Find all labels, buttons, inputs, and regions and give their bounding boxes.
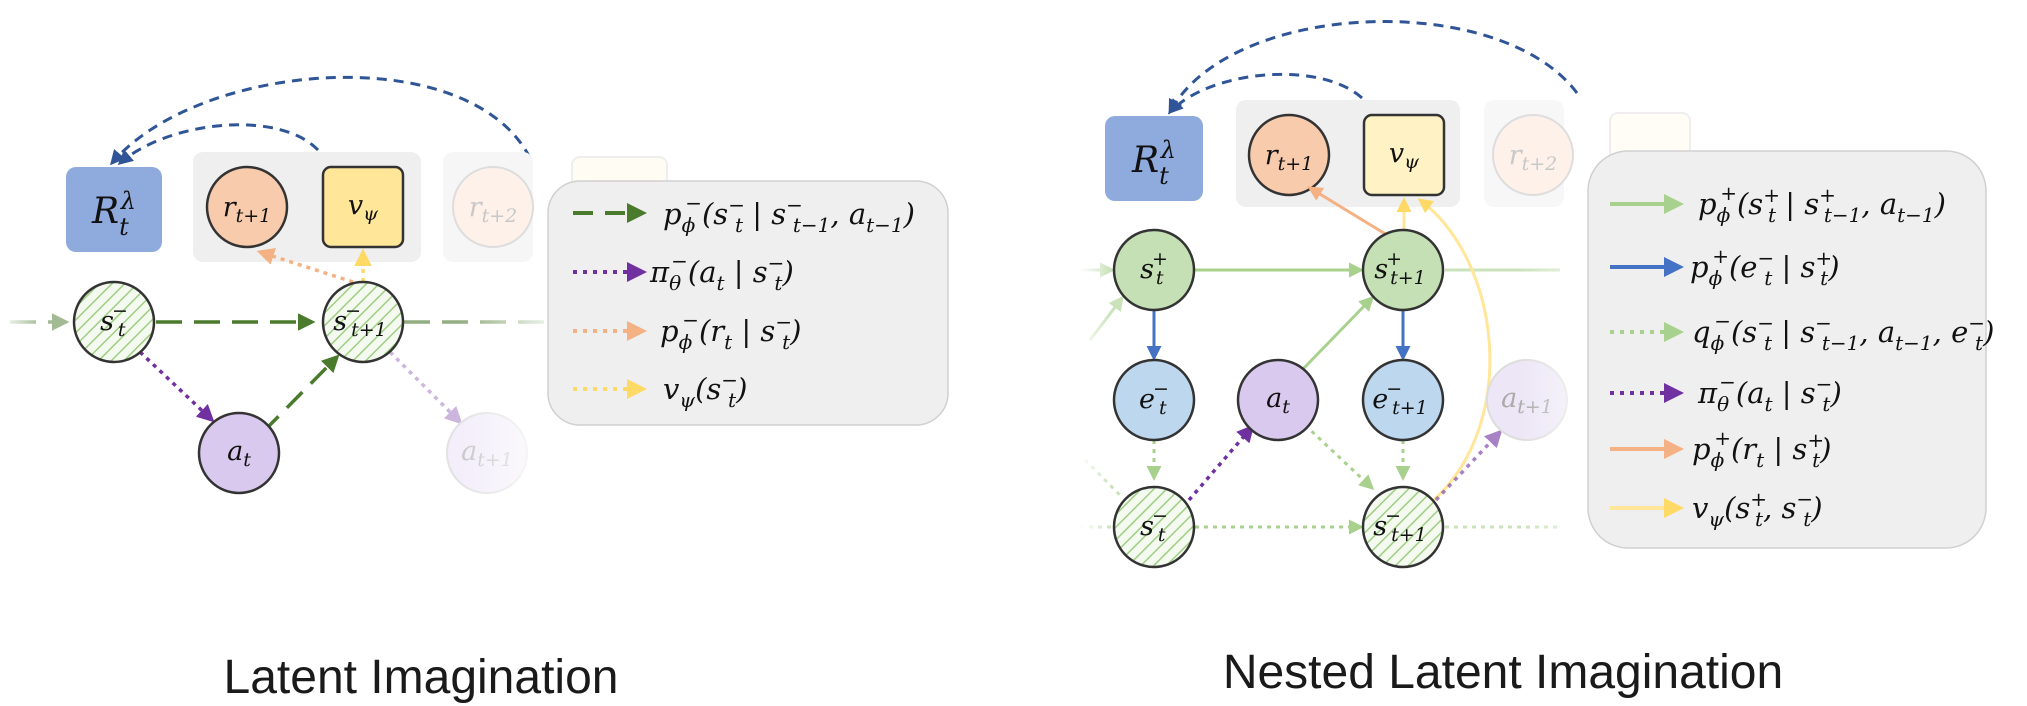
right-state-plus-t-node [1112,228,1196,312]
right-state-plus-t1-node [1361,228,1445,312]
left-policy-arrow [138,350,215,423]
right-reward-node [1247,113,1331,197]
right-event-t-label: e−t [1139,378,1169,419]
left-reward-faded-node [452,166,534,248]
left-state-t1-node [321,280,405,364]
left-return-arc-inner [117,123,320,165]
right-event-t-node [1112,358,1196,442]
right-reward-faded-node [1492,114,1574,196]
right-event-t1-label: e−t+1 [1372,378,1428,419]
left-reward-arrow [256,247,354,284]
right-return-box [1105,116,1203,201]
right-return-arc-inner [1167,72,1364,115]
left-state-t-label: s−t [100,300,128,341]
right-reward-arrow [1307,186,1388,237]
left-action-to-state [261,354,340,434]
left-return-arc-outer [110,75,532,166]
left-policy-arrow-faded [388,350,463,425]
left-legend-text-4: vψ(s−t) [663,368,747,412]
right-value-arrow [1417,198,1492,502]
right-state-minus-t-node [1112,485,1196,569]
right-return-arc-outer [1168,20,1579,115]
right-fade-right [1520,240,1590,560]
right-fade-left [1080,240,1110,560]
right-legend-text-2: pϕ+(e−t | s+t) [1690,244,1840,290]
left-legend-text-3: pϕ−(rt | s−t) [660,308,801,354]
left-legend-box [547,180,949,426]
right-state-minus-t-label: s−t [1140,505,1168,546]
left-action-node [197,411,281,495]
left-legend-item: pϕ−(rt | s−t) [573,308,801,354]
right-action-to-plus [1300,295,1375,372]
right-legend-box [1587,150,1987,549]
right-legend-item: pϕ+(rt | s+t) [1610,426,1831,472]
left-fade-left [0,290,40,360]
left-reward-node [205,165,289,249]
right-action-to-minus [1303,423,1375,491]
right-policy-arrow-faded [1434,429,1503,502]
right-state-minus-t1-node [1361,485,1445,569]
right-legend-item: pϕ+(e−t | s+t) [1610,244,1840,290]
left-legend-item: vψ(s−t) [573,368,747,412]
left-state-t-node [72,280,156,364]
right-policy-arrow [1187,424,1255,502]
left-caption: Latent Imagination [224,651,619,704]
left-return-box [66,167,162,252]
left-diagram: Rtλ rt+1 vψ rt+2 s−t s−t+1 at at+1 [0,75,949,704]
right-event-t1-node [1361,358,1445,442]
left-value-node [321,165,405,249]
right-diagram: Rtλ rt+1 vψ rt+2 [1080,20,1994,699]
right-state-plus-t-label: s+t [1140,248,1168,289]
right-legend-text-5: pϕ+(rt | s+t) [1692,426,1831,472]
right-caption: Nested Latent Imagination [1223,646,1783,699]
left-fade-right [460,290,550,500]
right-value-node [1362,113,1446,197]
right-action-node [1236,358,1320,442]
left-state-t1-label: s−t+1 [333,300,386,341]
